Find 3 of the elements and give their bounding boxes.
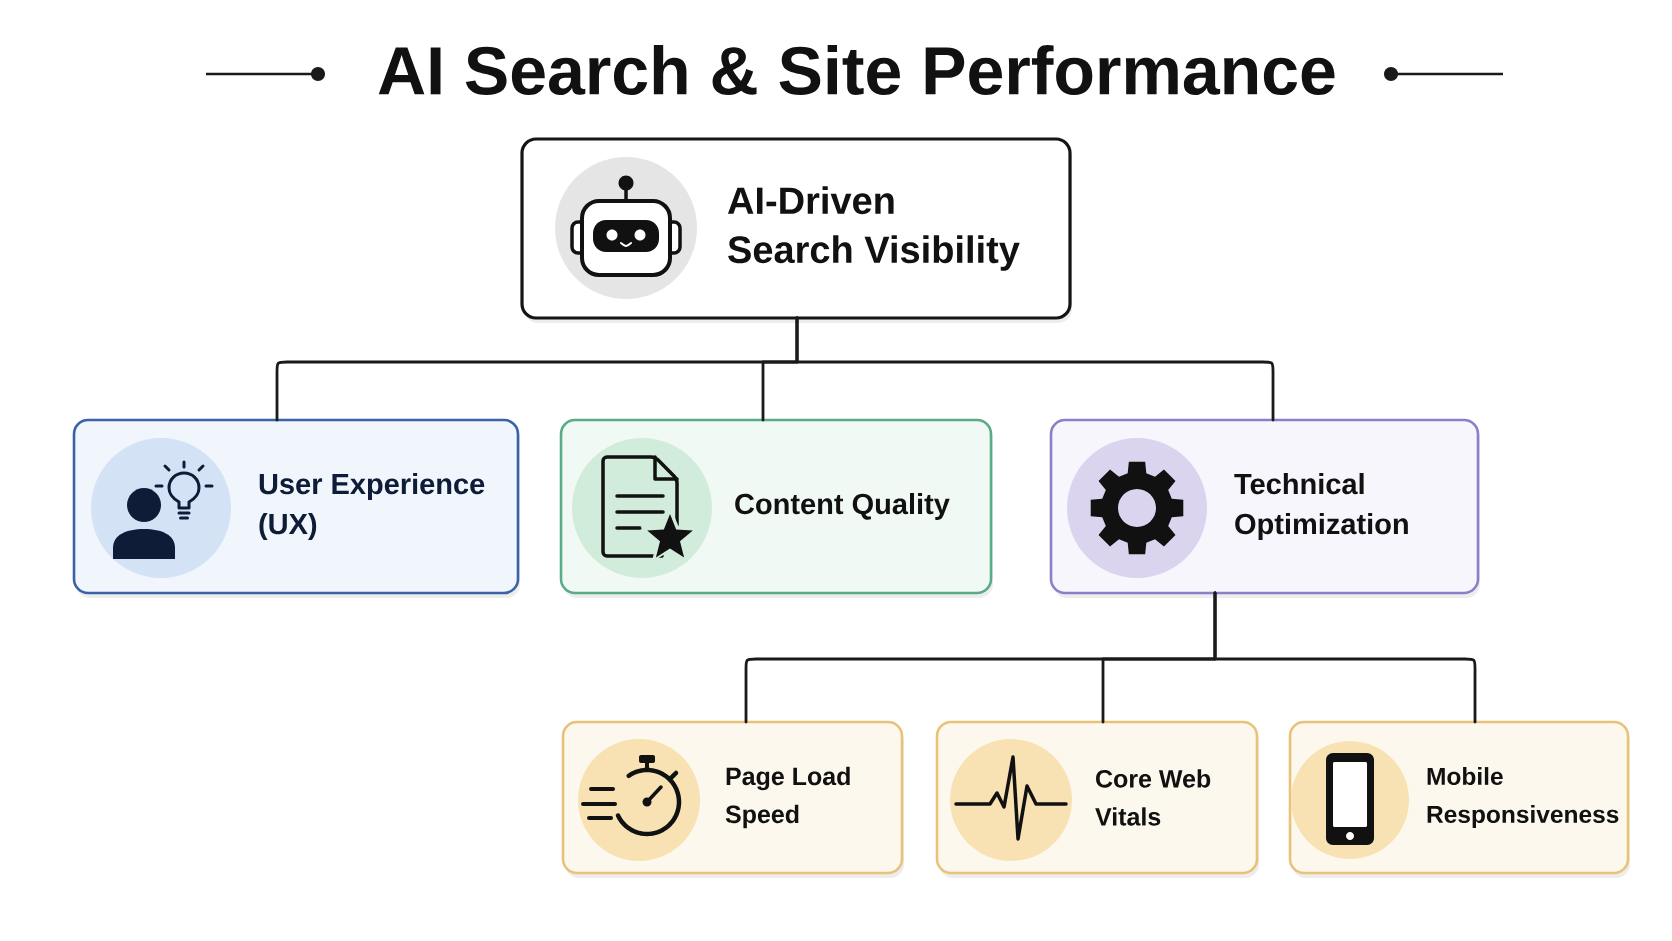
title: AI Search & Site Performance xyxy=(378,45,1335,95)
connector-line xyxy=(795,316,1275,422)
connector-line xyxy=(1213,591,1477,724)
